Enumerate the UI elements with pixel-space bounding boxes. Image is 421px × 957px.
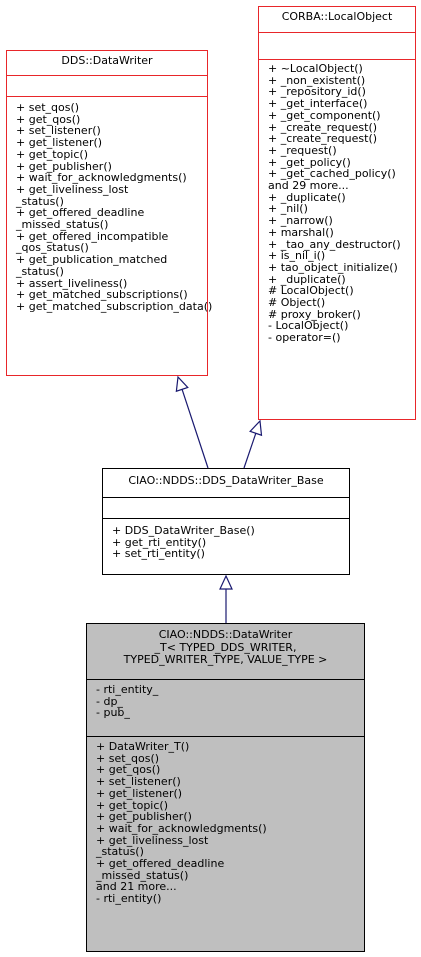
- method-item: + _get_cached_policy(): [268, 167, 396, 181]
- method-item: + set_qos(): [96, 751, 160, 765]
- inheritance-arrowhead: [249, 419, 263, 437]
- method-item: + _narrow(): [268, 214, 333, 228]
- method-list: + set_qos()+ get_qos()+ set_listener()+ …: [7, 101, 213, 313]
- method-item: - LocalObject(): [268, 319, 349, 333]
- separator: [259, 32, 415, 33]
- method-item: and 21 more...: [96, 880, 177, 894]
- attribute-item: - rti_entity_: [96, 683, 159, 696]
- method-item: + is_nil_i(): [268, 249, 326, 263]
- method-item: # LocalObject(): [268, 284, 354, 298]
- attribute-list: - rti_entity_- dp_- pub_: [87, 684, 364, 719]
- class-title-line: TYPED_WRITER_TYPE, VALUE_TYPE >: [123, 653, 328, 666]
- method-item: + get_publisher(): [96, 810, 192, 824]
- method-item: + get_offered_deadline: [16, 206, 145, 220]
- method-item: + _tao_any_destructor(): [268, 237, 401, 251]
- method-item: + _duplicate(): [268, 272, 346, 286]
- method-item: + get_matched_subscriptions(): [16, 288, 188, 302]
- method-item: _missed_status(): [16, 218, 109, 232]
- method-item: + _duplicate(): [268, 190, 346, 204]
- edge-base-to-dds-datawriter: [181, 389, 209, 469]
- method-list: + DDS_DataWriter_Base()+ get_rti_entity(…: [103, 525, 349, 560]
- method-item: + _repository_id(): [268, 85, 366, 99]
- method-item: + get_listener(): [96, 786, 183, 800]
- class-datawriter-t[interactable]: CIAO::NDDS::DataWriter _T< TYPED_DDS_WRI…: [86, 623, 365, 952]
- separator: [7, 75, 207, 76]
- method-item: + get_offered_deadline: [96, 857, 225, 871]
- methods-section: + DDS_DataWriter_Base()+ get_rti_entity(…: [103, 525, 349, 560]
- method-item: - rti_entity(): [96, 892, 162, 906]
- method-item: + _get_interface(): [268, 97, 368, 111]
- method-item: + get_liveliness_lost: [16, 182, 129, 196]
- method-item: # Object(): [268, 296, 326, 310]
- method-item: + marshal(): [268, 225, 334, 239]
- method-item: + get_rti_entity(): [112, 535, 207, 549]
- class-title-line: _T< TYPED_DDS_WRITER,: [154, 640, 297, 654]
- method-item: + get_matched_subscription_data(): [16, 299, 213, 313]
- methods-section: + ~LocalObject()+ _non_existent()+ _repo…: [259, 63, 415, 344]
- method-item: + _get_component(): [268, 108, 381, 122]
- method-item: + _get_policy(): [268, 155, 351, 169]
- method-item: + DDS_DataWriter_Base(): [112, 524, 255, 537]
- class-dds-datawriter[interactable]: DDS::DataWriter + set_qos()+ get_qos()+ …: [6, 50, 213, 376]
- class-corba-localobject[interactable]: CORBA::LocalObject + ~LocalObject()+ _no…: [258, 6, 416, 420]
- method-item: + wait_for_acknowledgments(): [16, 171, 187, 185]
- method-item: + get_publisher(): [16, 159, 112, 173]
- method-list: + ~LocalObject()+ _non_existent()+ _repo…: [259, 63, 415, 344]
- method-item: + get_liveliness_lost: [96, 833, 209, 847]
- method-item: + set_qos(): [16, 101, 80, 114]
- class-title: CIAO::NDDS::DDS_DataWriter_Base: [128, 474, 324, 487]
- separator: [259, 59, 415, 60]
- separator: [7, 96, 207, 97]
- method-item: + get_listener(): [16, 136, 103, 150]
- method-item: + get_qos(): [96, 763, 161, 777]
- class-title: CIAO::NDDS::DataWriter _T< TYPED_DDS_WRI…: [87, 624, 364, 678]
- method-item: + assert_liveliness(): [16, 276, 128, 290]
- method-item: - operator=(): [268, 331, 341, 345]
- method-item: # proxy_broker(): [268, 307, 361, 321]
- inheritance-arrowhead: [219, 574, 233, 590]
- class-title: CORBA::LocalObject: [281, 10, 393, 23]
- method-item: + get_qos(): [16, 112, 81, 126]
- method-item: + get_topic(): [16, 147, 88, 161]
- method-item: _qos_status(): [16, 241, 89, 255]
- method-item: + ~LocalObject(): [268, 62, 363, 75]
- separator: [87, 736, 364, 737]
- method-item: _missed_status(): [96, 868, 189, 882]
- attribute-item: - dp_: [96, 694, 123, 708]
- method-item: + DataWriter_T(): [96, 740, 190, 753]
- edge-base-to-corba-localobject: [243, 433, 257, 469]
- method-item: + _non_existent(): [268, 73, 366, 87]
- attribute-item: - pub_: [96, 706, 130, 720]
- method-item: + set_listener(): [16, 124, 101, 138]
- method-item: + tao_object_initialize(): [268, 260, 398, 274]
- method-item: + get_publication_matched: [16, 253, 168, 267]
- inheritance-arrowhead: [175, 375, 189, 393]
- method-item: _status(): [16, 194, 64, 208]
- method-item: + _nil(): [268, 202, 308, 216]
- method-item: _status(): [96, 845, 144, 859]
- method-item: + get_offered_incompatible: [16, 229, 169, 243]
- class-dds-datawriter-base[interactable]: CIAO::NDDS::DDS_DataWriter_Base + DDS_Da…: [102, 468, 350, 575]
- method-list: + DataWriter_T()+ set_qos()+ get_qos()+ …: [87, 741, 364, 905]
- separator: [103, 497, 349, 498]
- method-item: + _create_request(): [268, 120, 378, 134]
- method-item: + _create_request(): [268, 132, 378, 146]
- separator: [103, 518, 349, 519]
- method-item: and 29 more...: [268, 179, 349, 193]
- method-item: + set_listener(): [96, 775, 181, 789]
- methods-section: + set_qos()+ get_qos()+ set_listener()+ …: [7, 101, 213, 313]
- class-title-line: CIAO::NDDS::DataWriter: [158, 628, 293, 641]
- method-item: + wait_for_acknowledgments(): [96, 821, 267, 835]
- methods-section: + DataWriter_T()+ set_qos()+ get_qos()+ …: [87, 741, 364, 905]
- class-title: DDS::DataWriter: [61, 54, 153, 67]
- method-item: + get_topic(): [96, 798, 168, 812]
- attributes-section: - rti_entity_- dp_- pub_: [87, 684, 364, 719]
- method-item: + set_rti_entity(): [112, 547, 205, 561]
- separator: [87, 679, 364, 680]
- method-item: + _request(): [268, 143, 337, 157]
- method-item: _status(): [16, 264, 64, 278]
